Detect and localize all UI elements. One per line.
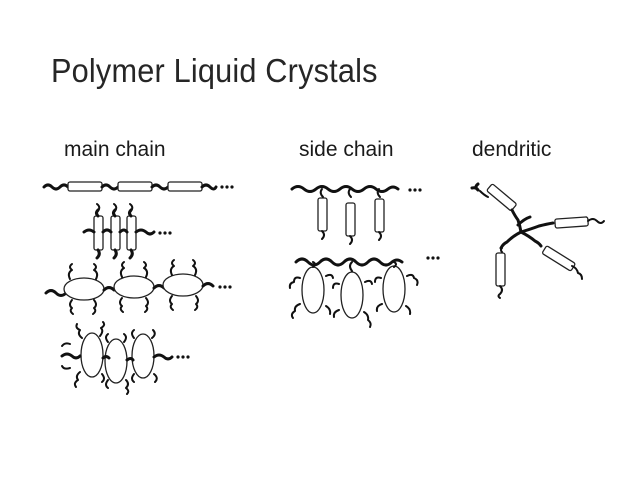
label-dendritic: dendritic [472, 138, 552, 161]
side-chain-rods [290, 185, 422, 245]
main-chain-disk-backbone [44, 259, 232, 315]
label-side-chain: side chain [299, 138, 394, 161]
slide-title: Polymer Liquid Crystals [51, 52, 378, 89]
main-chain-rod-backbone [42, 181, 234, 192]
main-chain-disk-stack [60, 321, 190, 395]
side-chain-disks [288, 256, 440, 328]
dendritic-structure [470, 182, 605, 299]
main-chain-vertical-rods [82, 203, 172, 260]
label-main-chain: main chain [64, 138, 166, 161]
